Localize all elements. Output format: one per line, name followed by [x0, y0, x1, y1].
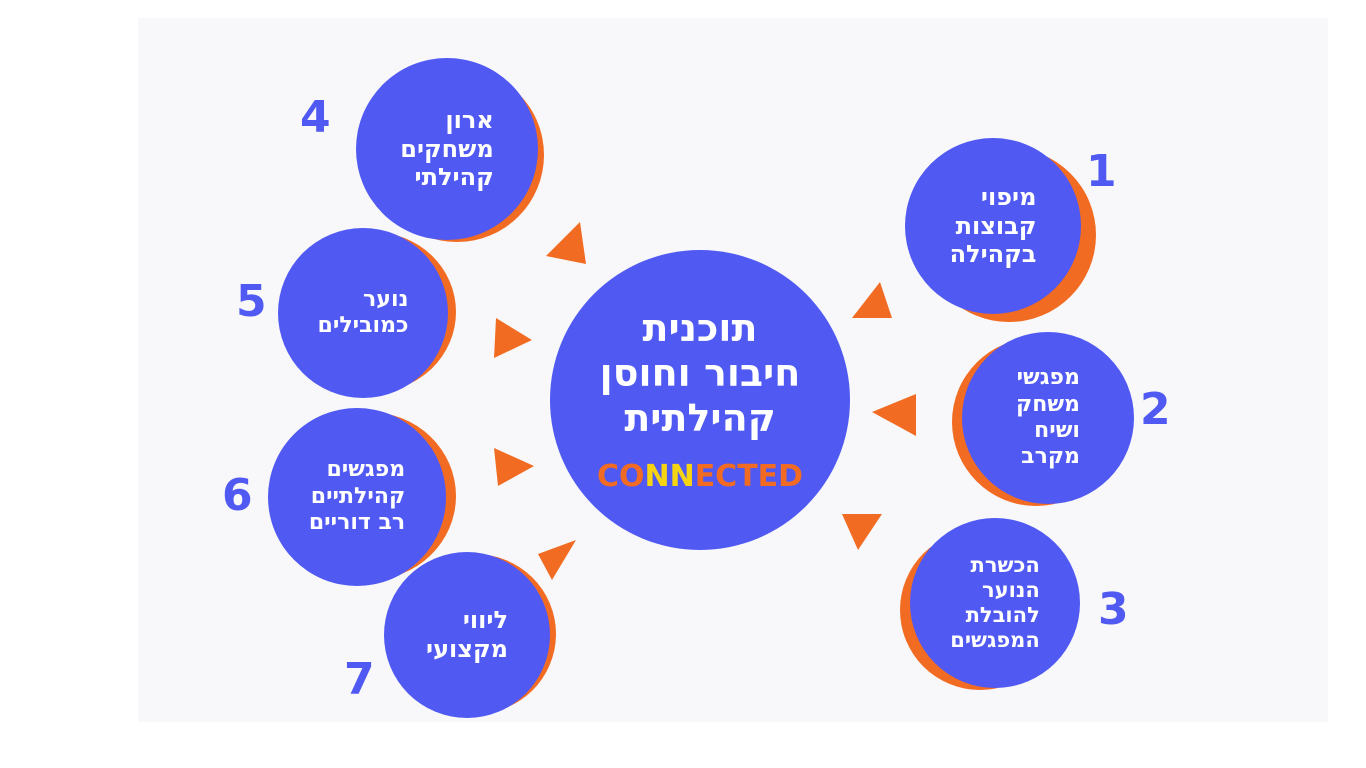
item-2-number: 2: [1140, 384, 1171, 435]
logo-part-2: NN: [644, 458, 695, 494]
item-7-number: 7: [344, 654, 375, 705]
item-6-circle: מפגשים קהילתיים רב דוריים: [268, 408, 446, 586]
logo-part-1: CO: [596, 458, 645, 494]
item-3-label: הכשרת הנוער להובלת המפגשים: [950, 552, 1040, 653]
center-title: תוכנית חיבור וחוסן קהילתית: [599, 306, 801, 440]
item-7-circle: ליווי מקצועי: [384, 552, 550, 718]
center-circle: תוכנית חיבור וחוסן קהילתית CONNECTED: [550, 250, 850, 550]
item-6-number: 6: [222, 470, 253, 521]
item-4-number: 4: [300, 92, 331, 143]
item-4-circle: ארון משחקים קהילתי: [356, 58, 538, 240]
item-1-number: 1: [1086, 146, 1117, 197]
item-2-circle: מפגשי משחק ושיח מקרב: [962, 332, 1134, 504]
item-7-label: ליווי מקצועי: [426, 606, 508, 663]
item-3-circle: הכשרת הנוער להובלת המפגשים: [910, 518, 1080, 688]
item-5-circle: נוער כמובילים: [278, 228, 448, 398]
item-5-number: 5: [236, 276, 267, 327]
item-1-circle: מיפוי קבוצות בקהילה: [905, 138, 1081, 314]
center-content: תוכנית חיבור וחוסן קהילתית CONNECTED: [597, 306, 803, 493]
item-6-label: מפגשים קהילתיים רב דוריים: [308, 457, 406, 536]
item-1-label: מיפוי קבוצות בקהילה: [949, 182, 1037, 269]
item-2-label: מפגשי משחק ושיח מקרב: [1016, 365, 1080, 470]
item-3-number: 3: [1098, 584, 1129, 635]
connected-logo: CONNECTED: [597, 459, 803, 494]
logo-part-3: ECTED: [694, 458, 804, 494]
item-5-label: נוער כמובילים: [317, 286, 409, 338]
item-4-label: ארון משחקים קהילתי: [400, 105, 494, 192]
